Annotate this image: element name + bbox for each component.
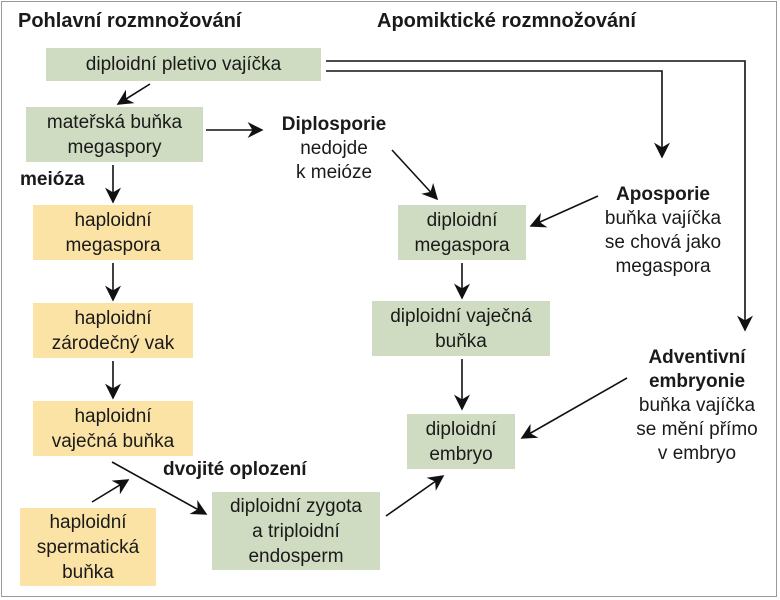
node-haploid-embryo-sac: haploidní zárodečný vak — [33, 303, 193, 358]
node-line: haploidní — [74, 405, 152, 427]
arrow-adventitious-to-embryo — [520, 377, 628, 439]
node-diploid-embryo: diploidní embryo — [407, 414, 515, 469]
node-text: diploidní pletivo vajíčka — [85, 54, 282, 75]
arrow-ovule-to-mother-cell — [116, 83, 151, 105]
node-diploid-egg-cell: diploidní vaječná buňka — [372, 301, 550, 356]
node-line: mateřská buňka — [46, 111, 183, 133]
node-line: spermatická — [36, 536, 140, 558]
node-line: megaspora — [414, 234, 510, 256]
node-line: a triploidní — [252, 520, 340, 542]
node-line: diploidní zygota — [229, 495, 363, 517]
node-line: zárodečný vak — [51, 332, 175, 354]
node-line: vaječná buňka — [51, 430, 175, 452]
heading-apomictic-reproduction: Apomiktické rozmnožování — [377, 10, 636, 32]
label-meiosis: meióza — [20, 169, 85, 190]
arrow-sperm-up — [91, 479, 130, 503]
node-megaspore-mother-cell: mateřská buňka megaspory — [26, 107, 203, 162]
node-haploid-sperm-cell: haploidní spermatická buňka — [20, 508, 156, 586]
label-line: nedojde — [300, 138, 368, 159]
arrow-diplospory-to-megaspore — [391, 149, 439, 201]
node-line: megaspora — [65, 234, 161, 256]
node-haploid-egg-cell: haploidní vaječná buňka — [33, 401, 193, 456]
label-adventitious-embryony: Adventivní embryonie buňka vajíčka se mě… — [622, 346, 772, 466]
node-line: haploidní — [74, 307, 152, 329]
node-line: diploidní vaječná — [390, 305, 532, 327]
arrow-ovule-to-adventitious — [326, 60, 753, 332]
node-line: diploidní — [425, 418, 497, 440]
arrow-zygote-to-embryo — [385, 475, 445, 517]
label-line: buňka vajíčka — [638, 395, 756, 416]
arrow-egg-to-zygote — [111, 461, 208, 515]
node-line: diploidní — [426, 209, 498, 231]
node-line: haploidní — [74, 209, 152, 231]
node-haploid-megaspore: haploidní megaspora — [33, 205, 193, 260]
node-line: buňka — [62, 561, 114, 583]
node-diploid-ovule-tissue: diploidní pletivo vajíčka — [46, 48, 321, 81]
label-apospory: Aposporie buňka vajíčka se chová jako me… — [588, 183, 738, 279]
label-title: embryonie — [648, 371, 746, 392]
node-diploid-zygote: diploidní zygota a triploidní endosperm — [212, 492, 380, 570]
label-line: se mění přímo — [636, 419, 758, 440]
label-title: Aposporie — [616, 184, 710, 205]
label-title: Diplosporie — [281, 114, 387, 135]
node-diploid-megaspore: diploidní megaspora — [398, 205, 526, 260]
label-line: se chová jako — [604, 232, 722, 253]
label-diplospory: Diplosporie nedojde k meióze — [270, 113, 398, 185]
label-double-fertilization: dvojité oplození — [163, 459, 307, 480]
node-line: haploidní — [49, 511, 127, 533]
node-line: megaspory — [67, 136, 162, 158]
heading-sexual-reproduction: Pohlavní rozmnožování — [18, 10, 242, 32]
node-line: buňka — [435, 330, 487, 352]
label-line: k meióze — [295, 162, 373, 183]
node-line: embryo — [429, 443, 493, 465]
arrow-apospory-to-megaspore — [529, 195, 599, 228]
node-line: endosperm — [248, 545, 344, 567]
label-title: Adventivní — [648, 347, 746, 368]
label-line: megaspora — [615, 256, 711, 277]
label-line: v embryo — [657, 443, 737, 464]
arrow-ovule-to-apospory — [326, 70, 670, 159]
label-line: buňka vajíčka — [604, 208, 722, 229]
